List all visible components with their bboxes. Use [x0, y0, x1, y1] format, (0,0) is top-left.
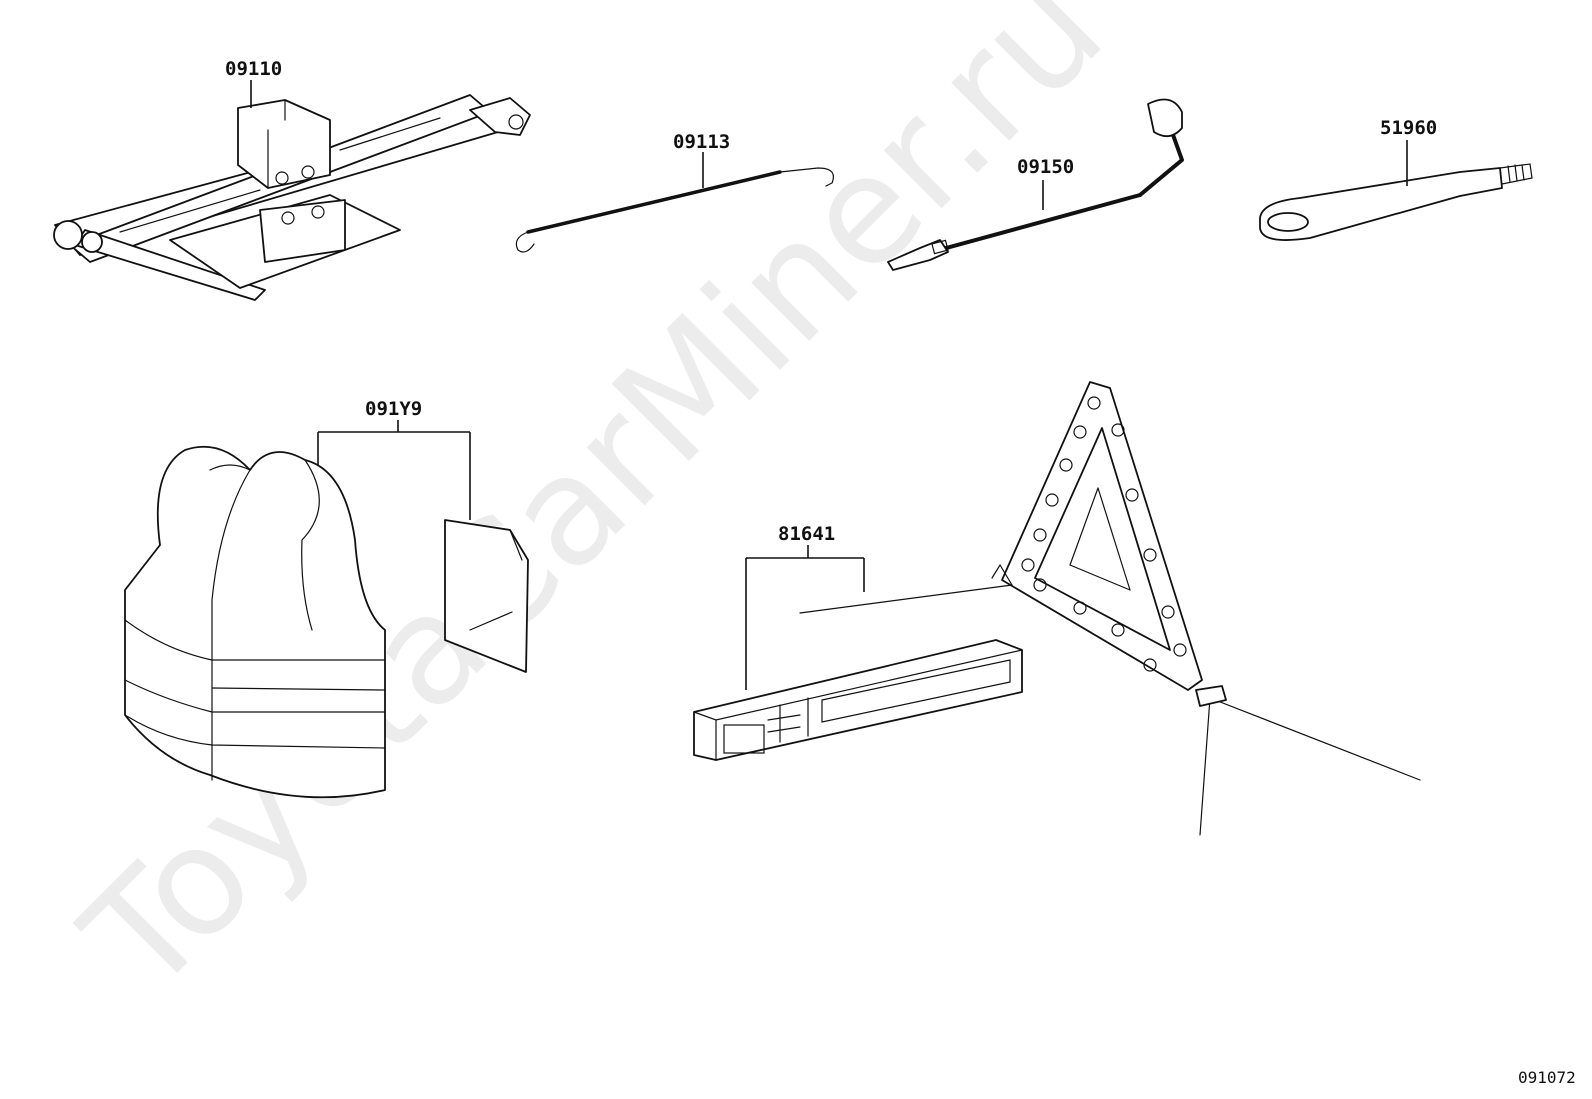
part-label-091Y9: 091Y9 — [365, 398, 422, 420]
part-label-09113: 09113 — [673, 131, 730, 153]
safety-vest-illustration — [124, 445, 386, 799]
part-label-81641: 81641 — [778, 523, 835, 545]
triangle-case-illustration — [693, 639, 1023, 761]
part-label-51960: 51960 — [1380, 117, 1437, 139]
jack-illustration — [53, 94, 531, 301]
jack-handle-illustration — [515, 167, 834, 253]
bracket-091Y9 — [317, 420, 471, 520]
part-label-09150: 09150 — [1017, 156, 1074, 178]
diagram-id: 091072 — [1518, 1068, 1576, 1087]
bracket-81641 — [745, 545, 865, 690]
warning-triangle-illustration — [799, 381, 1421, 836]
towing-eye-illustration — [1259, 163, 1533, 241]
part-label-09110: 09110 — [225, 58, 282, 80]
instruction-card-illustration — [444, 519, 529, 673]
wheel-wrench-illustration — [887, 98, 1184, 271]
reflector-dots — [1021, 396, 1187, 672]
